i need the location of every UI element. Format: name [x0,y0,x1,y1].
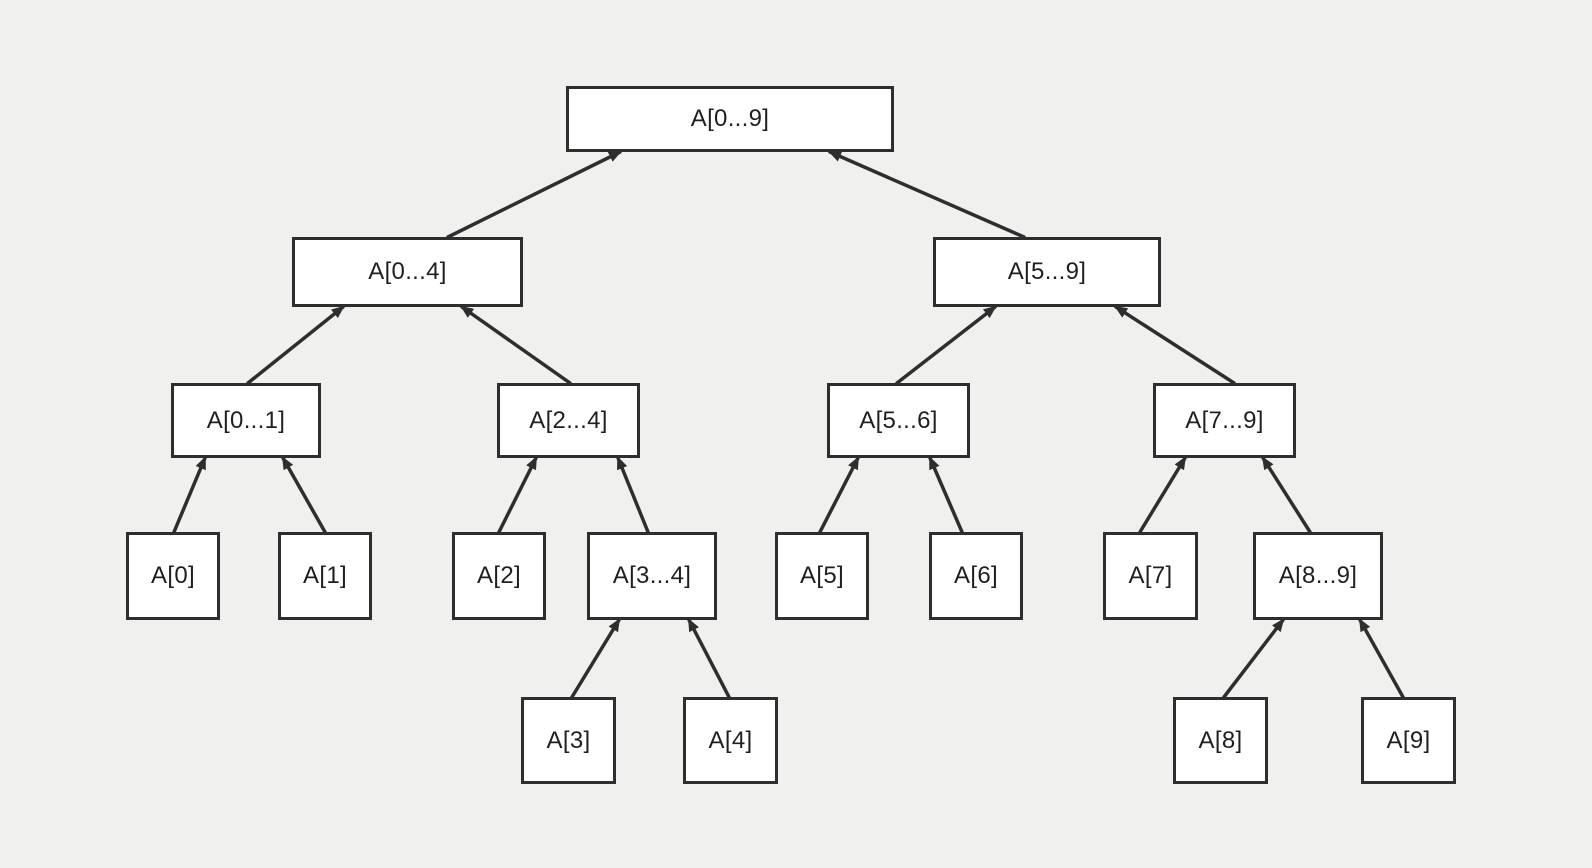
node-label: A[1] [303,562,347,589]
tree-node-a0-9: A[0...9] [566,86,894,152]
tree-edge-a0-4-to-a0-9 [446,150,622,239]
node-label: A[7...9] [1185,406,1264,434]
tree-node-a7: A[7] [1103,532,1198,620]
node-label: A[3] [546,726,591,754]
node-label: A[8...9] [1278,562,1358,589]
tree-node-a2: A[2] [452,532,546,620]
node-label: A[4] [708,726,753,754]
node-label: A[0] [151,562,195,589]
tree-edge-a6-to-a5-6 [928,456,964,534]
tree-edge-a2-4-to-a0-4 [460,305,572,385]
tree-node-a0-1: A[0...1] [171,383,321,458]
node-label: A[9] [1386,726,1431,754]
tree-node-a3: A[3] [521,697,616,784]
node-label: A[6] [954,562,998,589]
tree-node-a7-9: A[7...9] [1153,383,1296,458]
node-label: A[8] [1198,726,1243,754]
tree-edge-a7-9-to-a5-9 [1114,305,1236,385]
tree-edge-a3-4-to-a2-4 [616,456,650,534]
node-label: A[0...4] [368,258,447,285]
tree-node-a5-9: A[5...9] [933,237,1161,307]
tree-edge-a2-to-a2-4 [497,456,538,534]
tree-node-a0: A[0] [126,532,220,620]
tree-node-a0-4: A[0...4] [292,237,523,307]
node-label: A[0...9] [690,105,770,132]
tree-edge-a8-to-a8-9 [1222,618,1285,699]
tree-edge-a8-9-to-a7-9 [1261,456,1312,534]
node-label: A[2] [477,562,521,589]
tree-edge-a0-1-to-a0-4 [246,305,345,385]
tree-node-a8: A[8] [1173,697,1268,784]
node-label: A[2...4] [529,406,608,434]
tree-edge-a4-to-a3-4 [687,618,731,699]
node-label: A[5] [800,562,844,589]
tree-node-a3-4: A[3...4] [587,532,717,620]
tree-node-a4: A[4] [683,697,778,784]
tree-edge-a5-6-to-a5-9 [895,305,997,385]
tree-node-a9: A[9] [1361,697,1456,784]
tree-node-a8-9: A[8...9] [1253,532,1383,620]
tree-edge-a3-to-a3-4 [570,618,621,699]
tree-edge-a5-9-to-a0-9 [828,150,1026,239]
tree-node-a6: A[6] [929,532,1023,620]
node-label: A[0...1] [206,406,286,434]
tree-node-a5: A[5] [775,532,869,620]
tree-edge-a5-to-a5-6 [818,456,860,534]
tree-node-a1: A[1] [278,532,372,620]
tree-node-a2-4: A[2...4] [497,383,640,458]
tree-edge-a1-to-a0-1 [281,456,327,534]
node-label: A[3...4] [612,562,692,589]
node-label: A[7] [1128,562,1173,589]
node-label: A[5...9] [1007,258,1087,285]
node-label: A[5...6] [859,406,938,434]
tree-node-a5-6: A[5...6] [827,383,970,458]
tree-edge-a9-to-a8-9 [1358,618,1405,699]
tree-edge-a7-to-a7-9 [1138,456,1187,534]
tree-edge-a0-to-a0-1 [172,456,207,534]
